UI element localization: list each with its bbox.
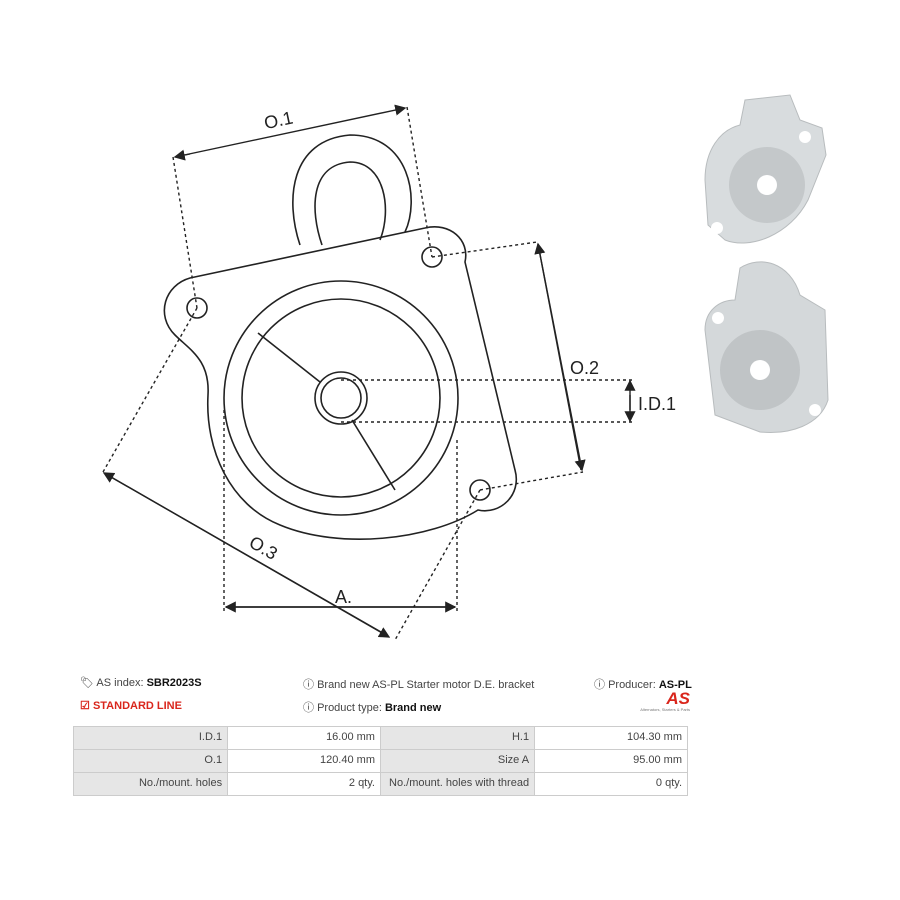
label-a: A.	[335, 587, 352, 607]
info-icon: ⓘ	[303, 702, 314, 714]
as-index: 🏷︎ AS index: SBR2023S	[80, 677, 202, 689]
technical-drawing: O.1 O.2 I.D.1 O.3 A.	[102, 94, 829, 641]
extension-lines	[102, 106, 632, 641]
product-type: ⓘ Product type: Brand new	[303, 702, 442, 714]
label-o1: O.1	[262, 108, 295, 134]
standard-line-badge: ☑ STANDARD LINE	[80, 700, 182, 712]
tag-icon: 🏷︎	[80, 677, 94, 689]
info-icon: ⓘ	[303, 679, 314, 691]
producer: ⓘ Producer: AS-PL	[594, 679, 692, 691]
label-id1: I.D.1	[638, 394, 676, 414]
product-photo-front	[704, 94, 827, 244]
product-photo-back	[704, 261, 829, 434]
label-o2: O.2	[570, 358, 599, 378]
label-o3: O.3	[246, 532, 281, 564]
as-index-value: SBR2023S	[146, 677, 202, 689]
bracket-outline	[163, 134, 518, 540]
description: ⓘ Brand new AS-PL Starter motor D.E. bra…	[303, 679, 535, 691]
info-icon: ⓘ	[594, 679, 605, 691]
checkbox-icon: ☑	[80, 700, 90, 712]
as-pl-logo: AS Alternators, Starters & Parts	[640, 689, 690, 712]
dimension-lines	[102, 104, 636, 638]
